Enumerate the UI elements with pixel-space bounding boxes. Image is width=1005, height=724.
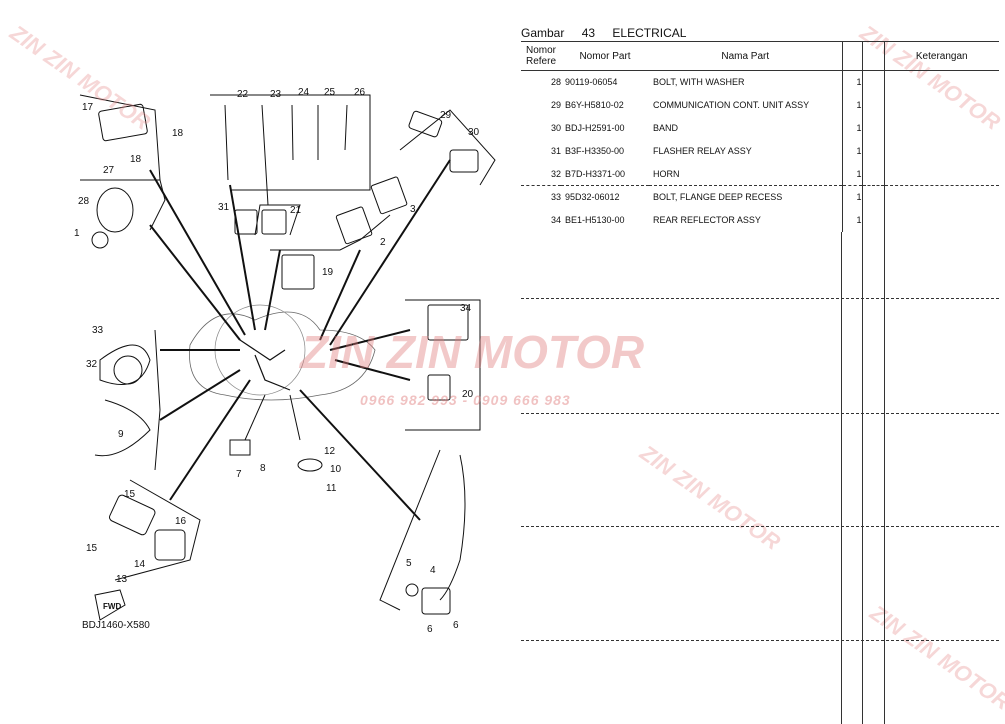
callout-7: 7 [236, 469, 242, 480]
ref-cell: 34 [550, 215, 561, 226]
qty-cell: 1 [841, 70, 862, 94]
callout-6b: 6 [453, 620, 459, 631]
table-row[interactable]: 30 BDJ-H2591-00 BAND 1 [521, 116, 999, 140]
table-header-row: Nomor Refere Nomor Part Nama Part Ketera… [521, 41, 999, 71]
row-separator [521, 640, 999, 641]
callout-32: 32 [86, 359, 98, 370]
name-cell: BOLT, FLANGE DEEP RECESS [649, 184, 842, 209]
row-separator [521, 526, 999, 527]
partno-cell: BDJ-H2591-00 [565, 122, 625, 133]
callout-29: 29 [440, 110, 452, 121]
gambar-label: Gambar [521, 26, 565, 40]
qty-cell: 1 [841, 162, 862, 186]
partno-cell: B7D-H3371-00 [565, 168, 626, 179]
callout-13: 13 [116, 574, 128, 585]
callout-5: 5 [406, 558, 412, 569]
section-title: ELECTRICAL [612, 26, 687, 40]
callout-15b: 15 [86, 543, 98, 554]
name-cell: COMMUNICATION CONT. UNIT ASSY [653, 100, 810, 111]
qty-cell: 1 [841, 208, 862, 232]
col-ref-header: Nomor Refere [521, 41, 561, 71]
parts-diagram: 17 18 18 27 28 1 22 23 24 25 26 29 30 3 … [74, 87, 496, 635]
qty-cell: 1 [841, 116, 862, 140]
callout-12: 12 [324, 446, 336, 457]
callout-26: 26 [354, 87, 366, 98]
fwd-label: FWD [103, 602, 121, 611]
callout-21: 21 [290, 205, 302, 216]
callout-23: 23 [270, 89, 282, 100]
figure-header: Gambar 43 ELECTRICAL [521, 26, 700, 40]
ref-cell: 28 [550, 77, 561, 88]
name-cell: HORN [653, 168, 680, 179]
partno-cell: B6Y-H5810-02 [565, 100, 624, 111]
qty-cell: 1 [841, 184, 862, 209]
partno-cell: BE1-H5130-00 [565, 215, 625, 226]
table-row[interactable]: 32 B7D-H3371-00 HORN 1 [521, 162, 999, 186]
table-row[interactable]: 28 90119-06054 BOLT, WITH WASHER 1 [521, 70, 999, 94]
callout-15: 15 [124, 489, 136, 500]
callout-33: 33 [92, 325, 104, 336]
column-line [841, 232, 842, 724]
partno-cell: 95D32-06012 [561, 184, 649, 209]
ref-cell: 29 [550, 100, 561, 111]
watermark-brand-small: ZIN ZIN MOTOR [865, 600, 1005, 715]
table-row[interactable]: 29 B6Y-H5810-02 COMMUNICATION CONT. UNIT… [521, 93, 999, 117]
col-notes-header: Keterangan [883, 41, 999, 71]
col-blank-header [861, 41, 884, 71]
col-qty-header [841, 41, 862, 71]
callout-6: 6 [427, 624, 433, 635]
row-separator [521, 298, 999, 299]
table-row[interactable]: 34 BE1-H5130-00 REAR REFLECTOR ASSY 1 [521, 208, 999, 232]
ref-cell: 31 [550, 145, 561, 156]
callout-30: 30 [468, 127, 480, 138]
callout-17: 17 [82, 102, 94, 113]
callout-10: 10 [330, 464, 342, 475]
name-cell: REAR REFLECTOR ASSY [653, 215, 761, 226]
callout-25: 25 [324, 87, 336, 98]
column-line [884, 232, 885, 724]
callout-11: 11 [326, 483, 337, 494]
ref-cell: 32 [550, 168, 561, 179]
callout-31: 31 [218, 202, 230, 213]
callout-14: 14 [134, 559, 146, 570]
diagram-code: BDJ1460-X580 [82, 620, 150, 631]
col-name-header: Nama Part [649, 41, 842, 71]
col-partno-header: Nomor Part [561, 41, 649, 71]
callout-2: 2 [380, 237, 386, 248]
parts-table: Nomor Refere Nomor Part Nama Part Ketera… [521, 41, 999, 232]
callout-8: 8 [260, 463, 266, 474]
callout-18b: 18 [130, 154, 142, 165]
name-cell: BOLT, WITH WASHER [653, 77, 745, 88]
column-line [862, 232, 863, 724]
row-separator [521, 413, 999, 414]
callout-20: 20 [462, 389, 474, 400]
callout-22: 22 [237, 89, 249, 100]
qty-cell: 1 [841, 93, 862, 117]
callout-27: 27 [103, 165, 115, 176]
partno-cell: 90119-06054 [565, 77, 618, 88]
callout-24: 24 [298, 87, 310, 98]
callout-28: 28 [78, 196, 90, 207]
ref-cell: 30 [550, 122, 561, 133]
partno-cell: B3F-H3350-00 [565, 145, 625, 156]
gambar-number: 43 [581, 26, 596, 40]
watermark-brand-small: ZIN ZIN MOTOR [635, 440, 785, 555]
table-row[interactable]: 31 B3F-H3350-00 FLASHER RELAY ASSY 1 [521, 139, 999, 163]
callout-9: 9 [118, 429, 124, 440]
table-row[interactable]: 33 95D32-06012 BOLT, FLANGE DEEP RECESS … [521, 184, 999, 209]
callout-18: 18 [172, 128, 184, 139]
callout-4: 4 [430, 565, 436, 576]
ref-cell: 33 [521, 184, 561, 209]
callout-3: 3 [410, 204, 416, 215]
callout-16: 16 [175, 516, 187, 527]
callout-19: 19 [322, 267, 334, 278]
qty-cell: 1 [841, 139, 862, 163]
name-cell: BAND [653, 122, 679, 133]
name-cell: FLASHER RELAY ASSY [653, 145, 752, 156]
callout-1: 1 [74, 228, 80, 239]
callout-34: 34 [460, 303, 472, 314]
